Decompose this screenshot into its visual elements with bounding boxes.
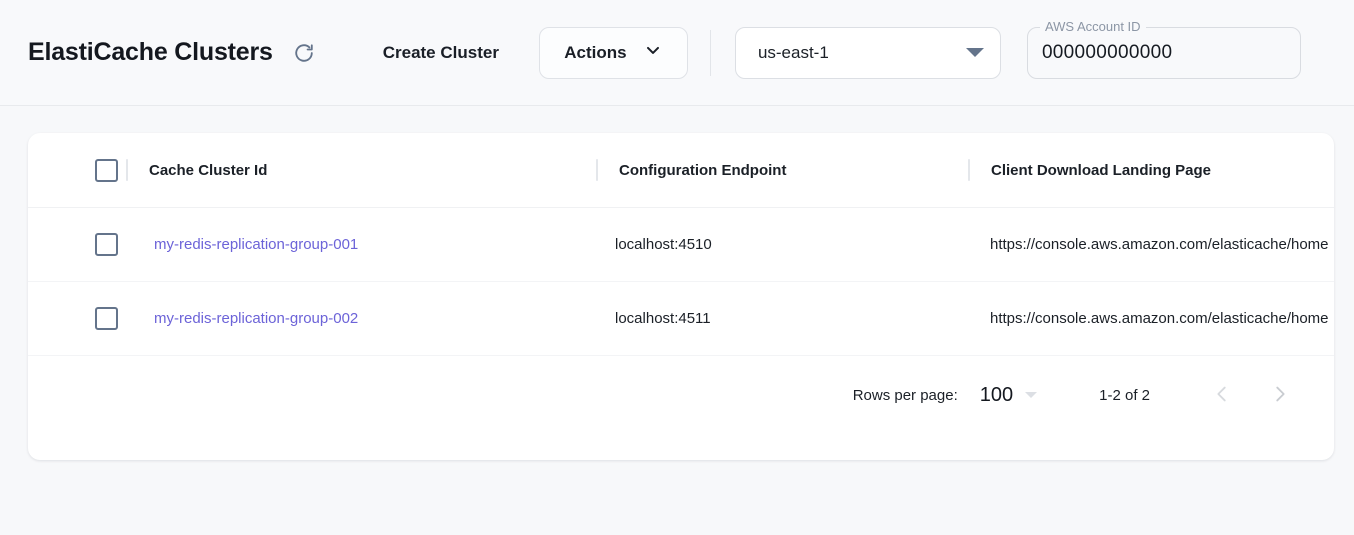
clusters-table: Cache Cluster Id Configuration Endpoint …: [28, 133, 1334, 356]
rows-per-page-value: 100: [980, 384, 1013, 407]
column-header-label: Configuration Endpoint: [619, 162, 786, 179]
region-select-value: us-east-1: [758, 43, 829, 63]
column-header-cache-cluster-id[interactable]: Cache Cluster Id: [126, 133, 596, 208]
chevron-right-icon: [1269, 383, 1291, 408]
table-row[interactable]: my-redis-replication-group-001 localhost…: [28, 208, 1334, 282]
triangle-down-icon: [1025, 392, 1037, 398]
select-all-header: [28, 133, 126, 208]
rows-per-page-select[interactable]: 100: [980, 384, 1037, 407]
top-toolbar: ElastiCache Clusters Create Cluster Acti…: [0, 0, 1354, 106]
row-checkbox[interactable]: [95, 233, 118, 256]
actions-button[interactable]: Actions: [539, 27, 688, 79]
table-header: Cache Cluster Id Configuration Endpoint …: [28, 133, 1334, 208]
table-header-row: Cache Cluster Id Configuration Endpoint …: [28, 133, 1334, 208]
row-select-cell: [28, 208, 126, 282]
configuration-endpoint-value: localhost:4510: [596, 236, 712, 253]
chevron-left-icon: [1211, 383, 1233, 408]
aws-account-id-value: 000000000000: [1042, 42, 1172, 64]
toolbar-divider: [710, 30, 711, 76]
actions-button-label: Actions: [564, 43, 626, 63]
landing-page-value: https://console.aws.amazon.com/elasticac…: [968, 310, 1334, 327]
landing-page-value: https://console.aws.amazon.com/elasticac…: [968, 236, 1334, 253]
previous-page-button[interactable]: [1200, 373, 1244, 417]
column-separator: [596, 159, 598, 181]
cell-cache-cluster-id: my-redis-replication-group-001: [126, 208, 596, 282]
page-title: ElastiCache Clusters: [28, 38, 273, 67]
column-header-configuration-endpoint[interactable]: Configuration Endpoint: [596, 133, 968, 208]
create-cluster-button[interactable]: Create Cluster: [377, 35, 505, 71]
cell-cache-cluster-id: my-redis-replication-group-002: [126, 282, 596, 356]
configuration-endpoint-value: localhost:4511: [596, 310, 711, 327]
rows-per-page-label: Rows per page:: [853, 387, 958, 404]
table-pagination: Rows per page: 100 1-2 of 2: [28, 356, 1334, 434]
cluster-id-link[interactable]: my-redis-replication-group-002: [126, 310, 358, 327]
cluster-id-link[interactable]: my-redis-replication-group-001: [126, 236, 358, 253]
table-body: my-redis-replication-group-001 localhost…: [28, 208, 1334, 356]
chevron-down-icon: [643, 40, 663, 65]
cell-client-download-landing-page: https://console.aws.amazon.com/elasticac…: [968, 282, 1334, 356]
row-checkbox[interactable]: [95, 307, 118, 330]
row-select-cell: [28, 282, 126, 356]
pagination-range-label: 1-2 of 2: [1099, 387, 1150, 404]
clusters-card: Cache Cluster Id Configuration Endpoint …: [28, 133, 1334, 460]
cell-configuration-endpoint: localhost:4510: [596, 208, 968, 282]
column-header-client-download-landing-page[interactable]: Client Download Landing Page: [968, 133, 1334, 208]
column-separator: [968, 159, 970, 181]
column-header-label: Cache Cluster Id: [149, 162, 267, 179]
aws-account-id-field[interactable]: AWS Account ID 000000000000: [1027, 27, 1301, 79]
refresh-icon[interactable]: [287, 36, 321, 70]
column-separator: [126, 159, 128, 181]
region-select[interactable]: us-east-1: [735, 27, 1001, 79]
select-all-checkbox[interactable]: [95, 159, 118, 182]
table-row[interactable]: my-redis-replication-group-002 localhost…: [28, 282, 1334, 356]
content-area: Cache Cluster Id Configuration Endpoint …: [0, 106, 1354, 460]
cell-client-download-landing-page: https://console.aws.amazon.com/elasticac…: [968, 208, 1334, 282]
column-header-label: Client Download Landing Page: [991, 162, 1211, 179]
triangle-down-icon: [966, 48, 984, 57]
aws-account-id-label: AWS Account ID: [1040, 19, 1146, 35]
next-page-button[interactable]: [1258, 373, 1302, 417]
cell-configuration-endpoint: localhost:4511: [596, 282, 968, 356]
